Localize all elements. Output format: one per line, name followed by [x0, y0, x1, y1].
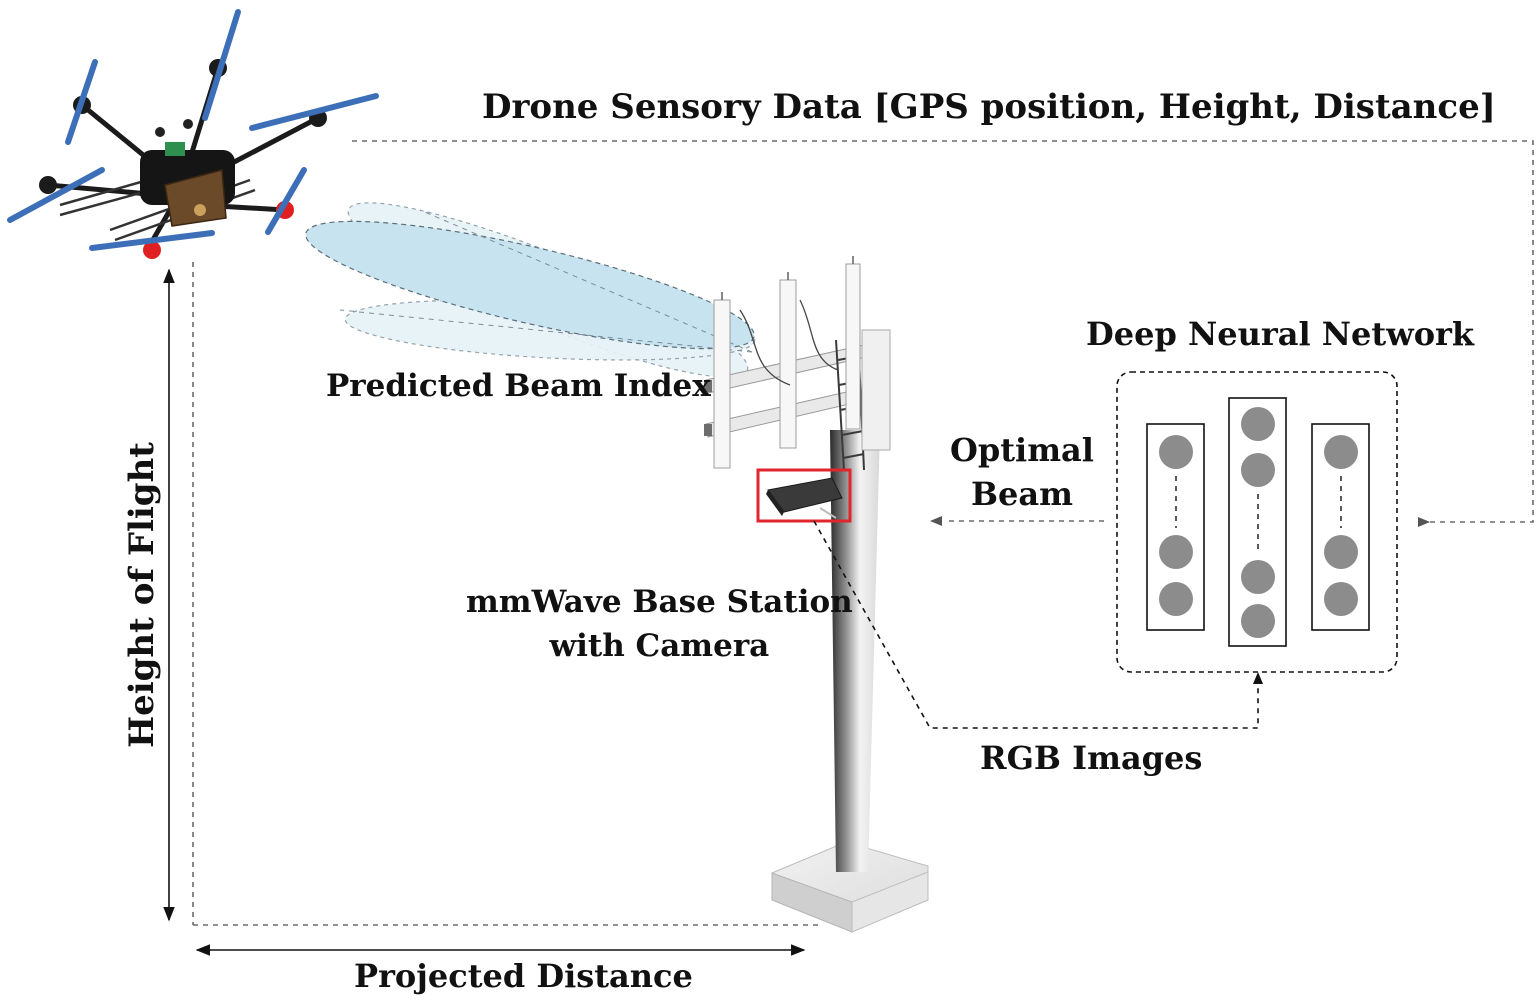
neuron [1241, 453, 1275, 487]
optimal-beam-line-2: Beam [970, 475, 1073, 513]
network-container [1116, 371, 1398, 673]
optimal-beam-line-1: Optimal [950, 431, 1094, 469]
neuron [1241, 407, 1275, 441]
optimal-beam-label: Optimal Beam [950, 428, 1094, 516]
network-layer-3 [1311, 423, 1370, 631]
optimal-beam-arrowhead [930, 516, 942, 526]
neuron [1159, 535, 1193, 569]
neural-network [1116, 371, 1398, 673]
rgb-images-path [813, 520, 1259, 729]
sensor-data-path [352, 140, 1534, 523]
neuron [1159, 582, 1193, 616]
cell-tower-icon [704, 256, 929, 933]
neuron [1324, 535, 1358, 569]
predicted-beam-index-label: Predicted Beam Index [326, 368, 711, 404]
sensor-data-label: Drone Sensory Data [GPS position, Height… [482, 87, 1496, 127]
beam-pattern [305, 202, 756, 378]
rgb-images-arrowhead [1253, 672, 1263, 684]
camera-highlight-box [756, 468, 852, 523]
network-layer-2 [1228, 397, 1287, 647]
network-title: Deep Neural Network [1086, 315, 1475, 353]
camera-icon [766, 477, 843, 519]
projection-guides [192, 262, 820, 926]
projected-distance-label: Projected Distance [354, 957, 693, 995]
sensor-data-arrowhead [1418, 517, 1430, 527]
neuron [1159, 435, 1193, 469]
base-station-label: mmWave Base Station with Camera [466, 580, 853, 668]
neuron [1241, 560, 1275, 594]
base-station-line-1: mmWave Base Station [466, 584, 853, 620]
neuron [1324, 435, 1358, 469]
rgb-images-label: RGB Images [980, 739, 1203, 777]
height-of-flight-label: Height of Flight [122, 441, 162, 749]
neuron [1241, 604, 1275, 638]
base-station-line-2: with Camera [549, 628, 770, 664]
drone-icon [7, 9, 379, 259]
neuron [1324, 582, 1358, 616]
network-layer-1 [1146, 423, 1205, 631]
